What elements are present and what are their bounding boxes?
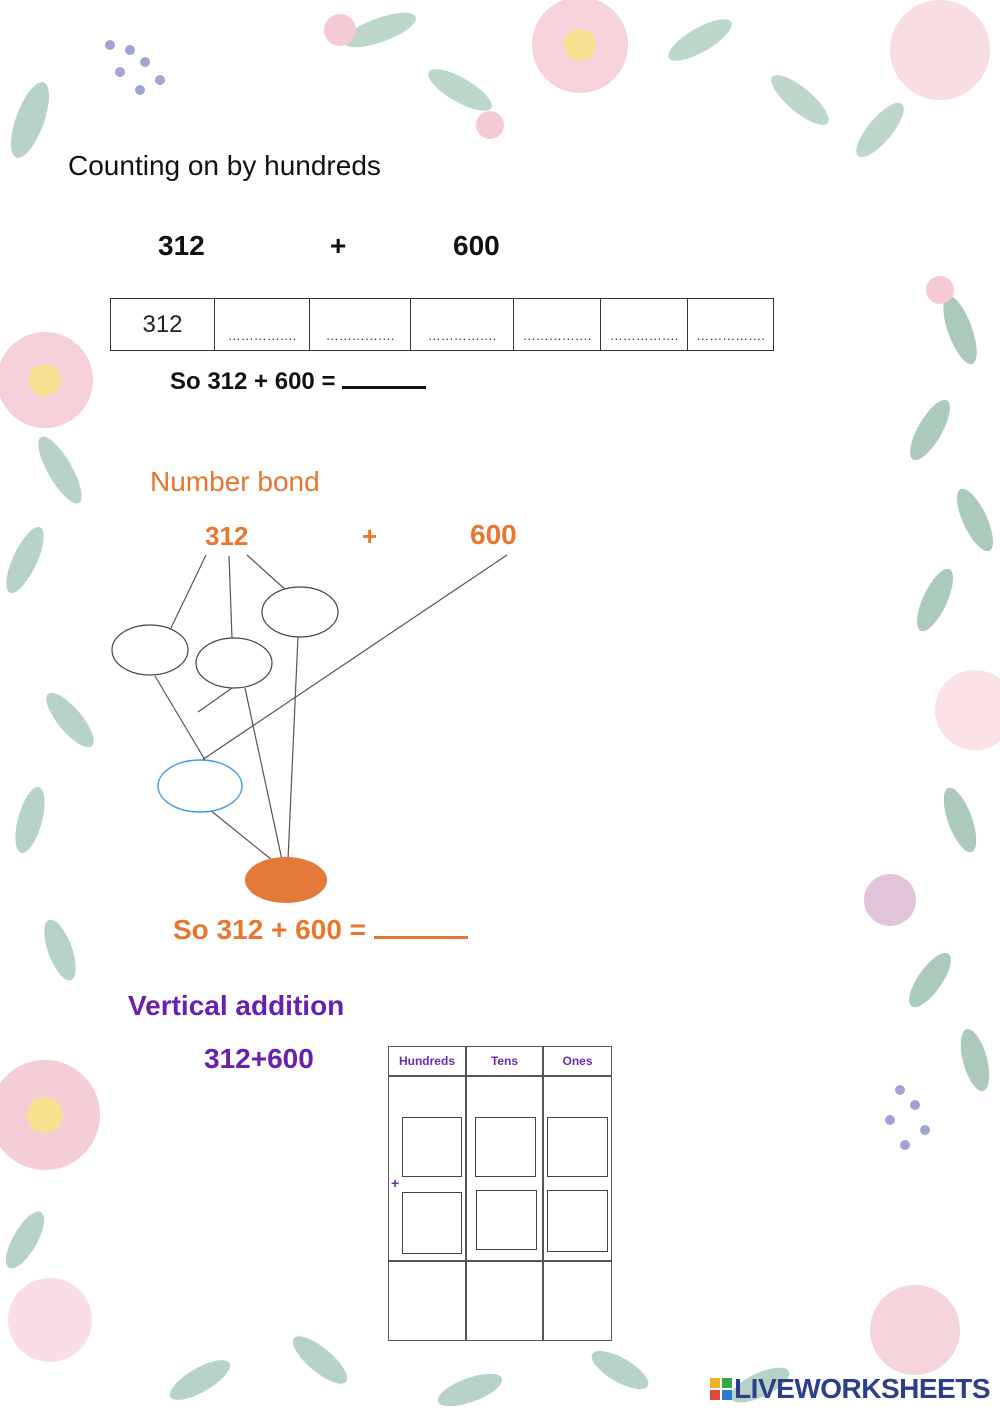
hundreds-input-bottom[interactable] <box>402 1192 462 1254</box>
sequence-blank-cell[interactable]: ……………. <box>513 298 601 351</box>
sequence-blank-cell[interactable]: ……………. <box>309 298 411 351</box>
column-divider <box>542 1047 544 1340</box>
sequence-blank-cell[interactable]: ……………. <box>600 298 688 351</box>
header-ones: Ones <box>562 1054 593 1068</box>
tens-input-bottom[interactable] <box>476 1190 537 1250</box>
bond-part-oval[interactable] <box>261 586 339 638</box>
bond-part-oval[interactable] <box>111 624 189 676</box>
row-divider <box>389 1075 611 1077</box>
sequence-blank-cell[interactable]: ……………. <box>214 298 310 351</box>
counting-result-line: So 312 + 600 = <box>170 364 427 396</box>
bond-addend-a: 312 <box>205 521 249 551</box>
sequence-start-cell: 312 <box>110 298 215 351</box>
bond-part-oval[interactable] <box>195 637 273 689</box>
hundreds-answer-cell[interactable] <box>389 1262 465 1340</box>
header-tens: Tens <box>490 1054 519 1068</box>
ones-input-bottom[interactable] <box>547 1190 608 1252</box>
bond-total-oval[interactable] <box>245 857 327 903</box>
sequence-blank-cell[interactable]: ……………. <box>410 298 514 351</box>
logo-text: LIVEWORKSHEETS <box>734 1373 990 1404</box>
hundreds-input-top[interactable] <box>402 1117 462 1177</box>
tens-answer-cell[interactable] <box>467 1262 542 1340</box>
addend-a: 312 <box>158 230 205 261</box>
counting-result-prefix: So 312 + 600 = <box>170 368 336 395</box>
place-value-chart: Hundreds Tens Ones + <box>388 1046 612 1341</box>
vertical-expression: 312+600 <box>204 1043 314 1074</box>
vertical-plus-sign: + <box>391 1175 400 1191</box>
tens-input-top[interactable] <box>475 1117 536 1177</box>
liveworksheets-logo-icon <box>710 1378 733 1400</box>
bond-addend-b: 600 <box>470 519 517 550</box>
row-divider <box>389 1260 611 1262</box>
bond-sum-oval[interactable] <box>157 759 243 813</box>
ones-answer-cell[interactable] <box>544 1262 611 1340</box>
liveworksheets-logo: LIVEWORKSHEETS <box>710 1373 990 1405</box>
counting-answer-blank[interactable] <box>342 364 427 389</box>
column-divider <box>465 1047 467 1340</box>
plus-operator: + <box>330 230 347 261</box>
bond-answer-blank[interactable] <box>373 912 468 939</box>
sequence-blank-cell[interactable]: ……………. <box>687 298 774 351</box>
ones-input-top[interactable] <box>547 1117 608 1177</box>
bond-result-line: So 312 + 600 = <box>173 912 468 946</box>
bond-result-prefix: So 312 + 600 = <box>173 914 367 945</box>
header-hundreds: Hundreds <box>398 1054 455 1068</box>
number-bond-title: Number bond <box>150 466 320 497</box>
bond-plus-operator: + <box>362 521 378 551</box>
counting-title: Counting on by hundreds <box>68 150 381 181</box>
addend-b: 600 <box>453 230 500 261</box>
counting-sequence-table: 312 ……………. ……………. ……………. ……………. ……………. …… <box>110 298 774 351</box>
vertical-addition-title: Vertical addition <box>128 990 345 1021</box>
